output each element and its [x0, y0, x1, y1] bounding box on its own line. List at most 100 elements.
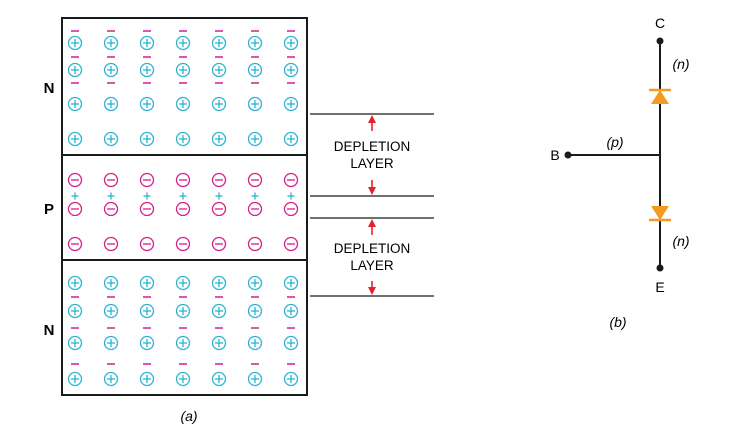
negative-ion-icon — [103, 172, 119, 188]
negative-ion-icon — [211, 201, 227, 217]
depletion-upper-label-line2: LAYER — [350, 156, 394, 171]
negative-ion-icon — [67, 201, 83, 217]
negative-ion-icon — [139, 172, 155, 188]
positive-ion-icon — [67, 371, 83, 387]
positive-ion-icon — [211, 275, 227, 291]
positive-ion-icon — [175, 35, 191, 51]
positive-ion-icon — [175, 131, 191, 147]
negative-ion-icon — [103, 236, 119, 252]
depletion-lower-down-arrow — [368, 281, 376, 295]
junction-diagram: N P N DEPLETION LAYER DEPLETION LAYER — [44, 17, 434, 424]
positive-ion-icon — [175, 303, 191, 319]
negative-ion-icon — [283, 236, 299, 252]
positive-ion-icon — [139, 371, 155, 387]
collector-type-label: (n) — [672, 56, 689, 72]
positive-ion-icon — [139, 35, 155, 51]
positive-ion-icon — [283, 62, 299, 78]
negative-ion-icon — [211, 236, 227, 252]
positive-ion-icon — [211, 35, 227, 51]
positive-ion-icon — [247, 335, 263, 351]
positive-ion-icon — [175, 371, 191, 387]
positive-ion-icon — [247, 275, 263, 291]
negative-ion-icon — [175, 236, 191, 252]
depletion-lower-up-arrow — [368, 219, 376, 235]
positive-ion-icon — [247, 35, 263, 51]
emitter-label: E — [655, 279, 664, 295]
base-type-label: (p) — [606, 134, 623, 150]
positive-ion-icon — [211, 371, 227, 387]
positive-ion-icon — [67, 131, 83, 147]
positive-ion-icon — [247, 62, 263, 78]
negative-ion-icon — [247, 172, 263, 188]
positive-ion-icon — [175, 62, 191, 78]
depletion-lower-label-line1: DEPLETION — [334, 241, 411, 256]
positive-ion-icon — [283, 275, 299, 291]
positive-ion-icon — [211, 62, 227, 78]
positive-ion-icon — [247, 303, 263, 319]
positive-ion-icon — [67, 275, 83, 291]
negative-ion-icon — [139, 201, 155, 217]
positive-ion-icon — [67, 303, 83, 319]
negative-ion-icon — [67, 172, 83, 188]
positive-ion-icon — [283, 131, 299, 147]
positive-ion-icon — [175, 96, 191, 112]
negative-ion-icon — [211, 172, 227, 188]
positive-ion-icon — [247, 96, 263, 112]
caption-a: (a) — [180, 408, 197, 424]
positive-ion-icon — [283, 371, 299, 387]
positive-ion-icon — [283, 335, 299, 351]
crystal-outline — [61, 17, 308, 396]
positive-ion-icon — [211, 131, 227, 147]
negative-ion-icon — [175, 201, 191, 217]
collector-label: C — [655, 15, 665, 31]
positive-ion-icon — [67, 96, 83, 112]
region-label-top-n: N — [44, 80, 55, 97]
positive-ion-icon — [67, 62, 83, 78]
positive-ion-icon — [283, 35, 299, 51]
negative-ion-icon — [67, 236, 83, 252]
emitter-type-label: (n) — [672, 233, 689, 249]
positive-ion-icon — [211, 96, 227, 112]
positive-ion-icon — [139, 335, 155, 351]
positive-ion-icon — [139, 303, 155, 319]
positive-ion-icon — [103, 35, 119, 51]
positive-ion-icon — [283, 96, 299, 112]
positive-ion-icon — [139, 62, 155, 78]
positive-ion-icon — [103, 335, 119, 351]
depletion-lower-label-line2: LAYER — [350, 258, 394, 273]
caption-b: (b) — [609, 314, 626, 330]
positive-ion-icon — [211, 303, 227, 319]
positive-ion-icon — [103, 96, 119, 112]
positive-ion-icon — [103, 303, 119, 319]
emitter-terminal-dot — [656, 264, 664, 272]
ion-grid — [67, 30, 299, 387]
positive-ion-icon — [211, 335, 227, 351]
positive-ion-icon — [175, 275, 191, 291]
negative-ion-icon — [247, 236, 263, 252]
negative-ion-icon — [103, 201, 119, 217]
base-label: B — [550, 147, 559, 163]
region-label-p: P — [44, 201, 54, 218]
positive-ion-icon — [139, 96, 155, 112]
positive-ion-icon — [103, 275, 119, 291]
positive-ion-icon — [67, 335, 83, 351]
depletion-upper-label-line1: DEPLETION — [334, 139, 411, 154]
positive-ion-icon — [139, 131, 155, 147]
positive-ion-icon — [103, 371, 119, 387]
emitter-diode-icon — [649, 206, 671, 222]
negative-ion-icon — [283, 172, 299, 188]
positive-ion-icon — [247, 371, 263, 387]
collector-diode-icon — [649, 88, 671, 104]
negative-ion-icon — [247, 201, 263, 217]
collector-terminal-dot — [656, 37, 664, 45]
positive-ion-icon — [67, 35, 83, 51]
positive-ion-icon — [283, 303, 299, 319]
depletion-upper-down-arrow — [368, 180, 376, 195]
positive-ion-icon — [103, 131, 119, 147]
positive-ion-icon — [103, 62, 119, 78]
negative-ion-icon — [283, 201, 299, 217]
depletion-upper-up-arrow — [368, 115, 376, 131]
negative-ion-icon — [139, 236, 155, 252]
